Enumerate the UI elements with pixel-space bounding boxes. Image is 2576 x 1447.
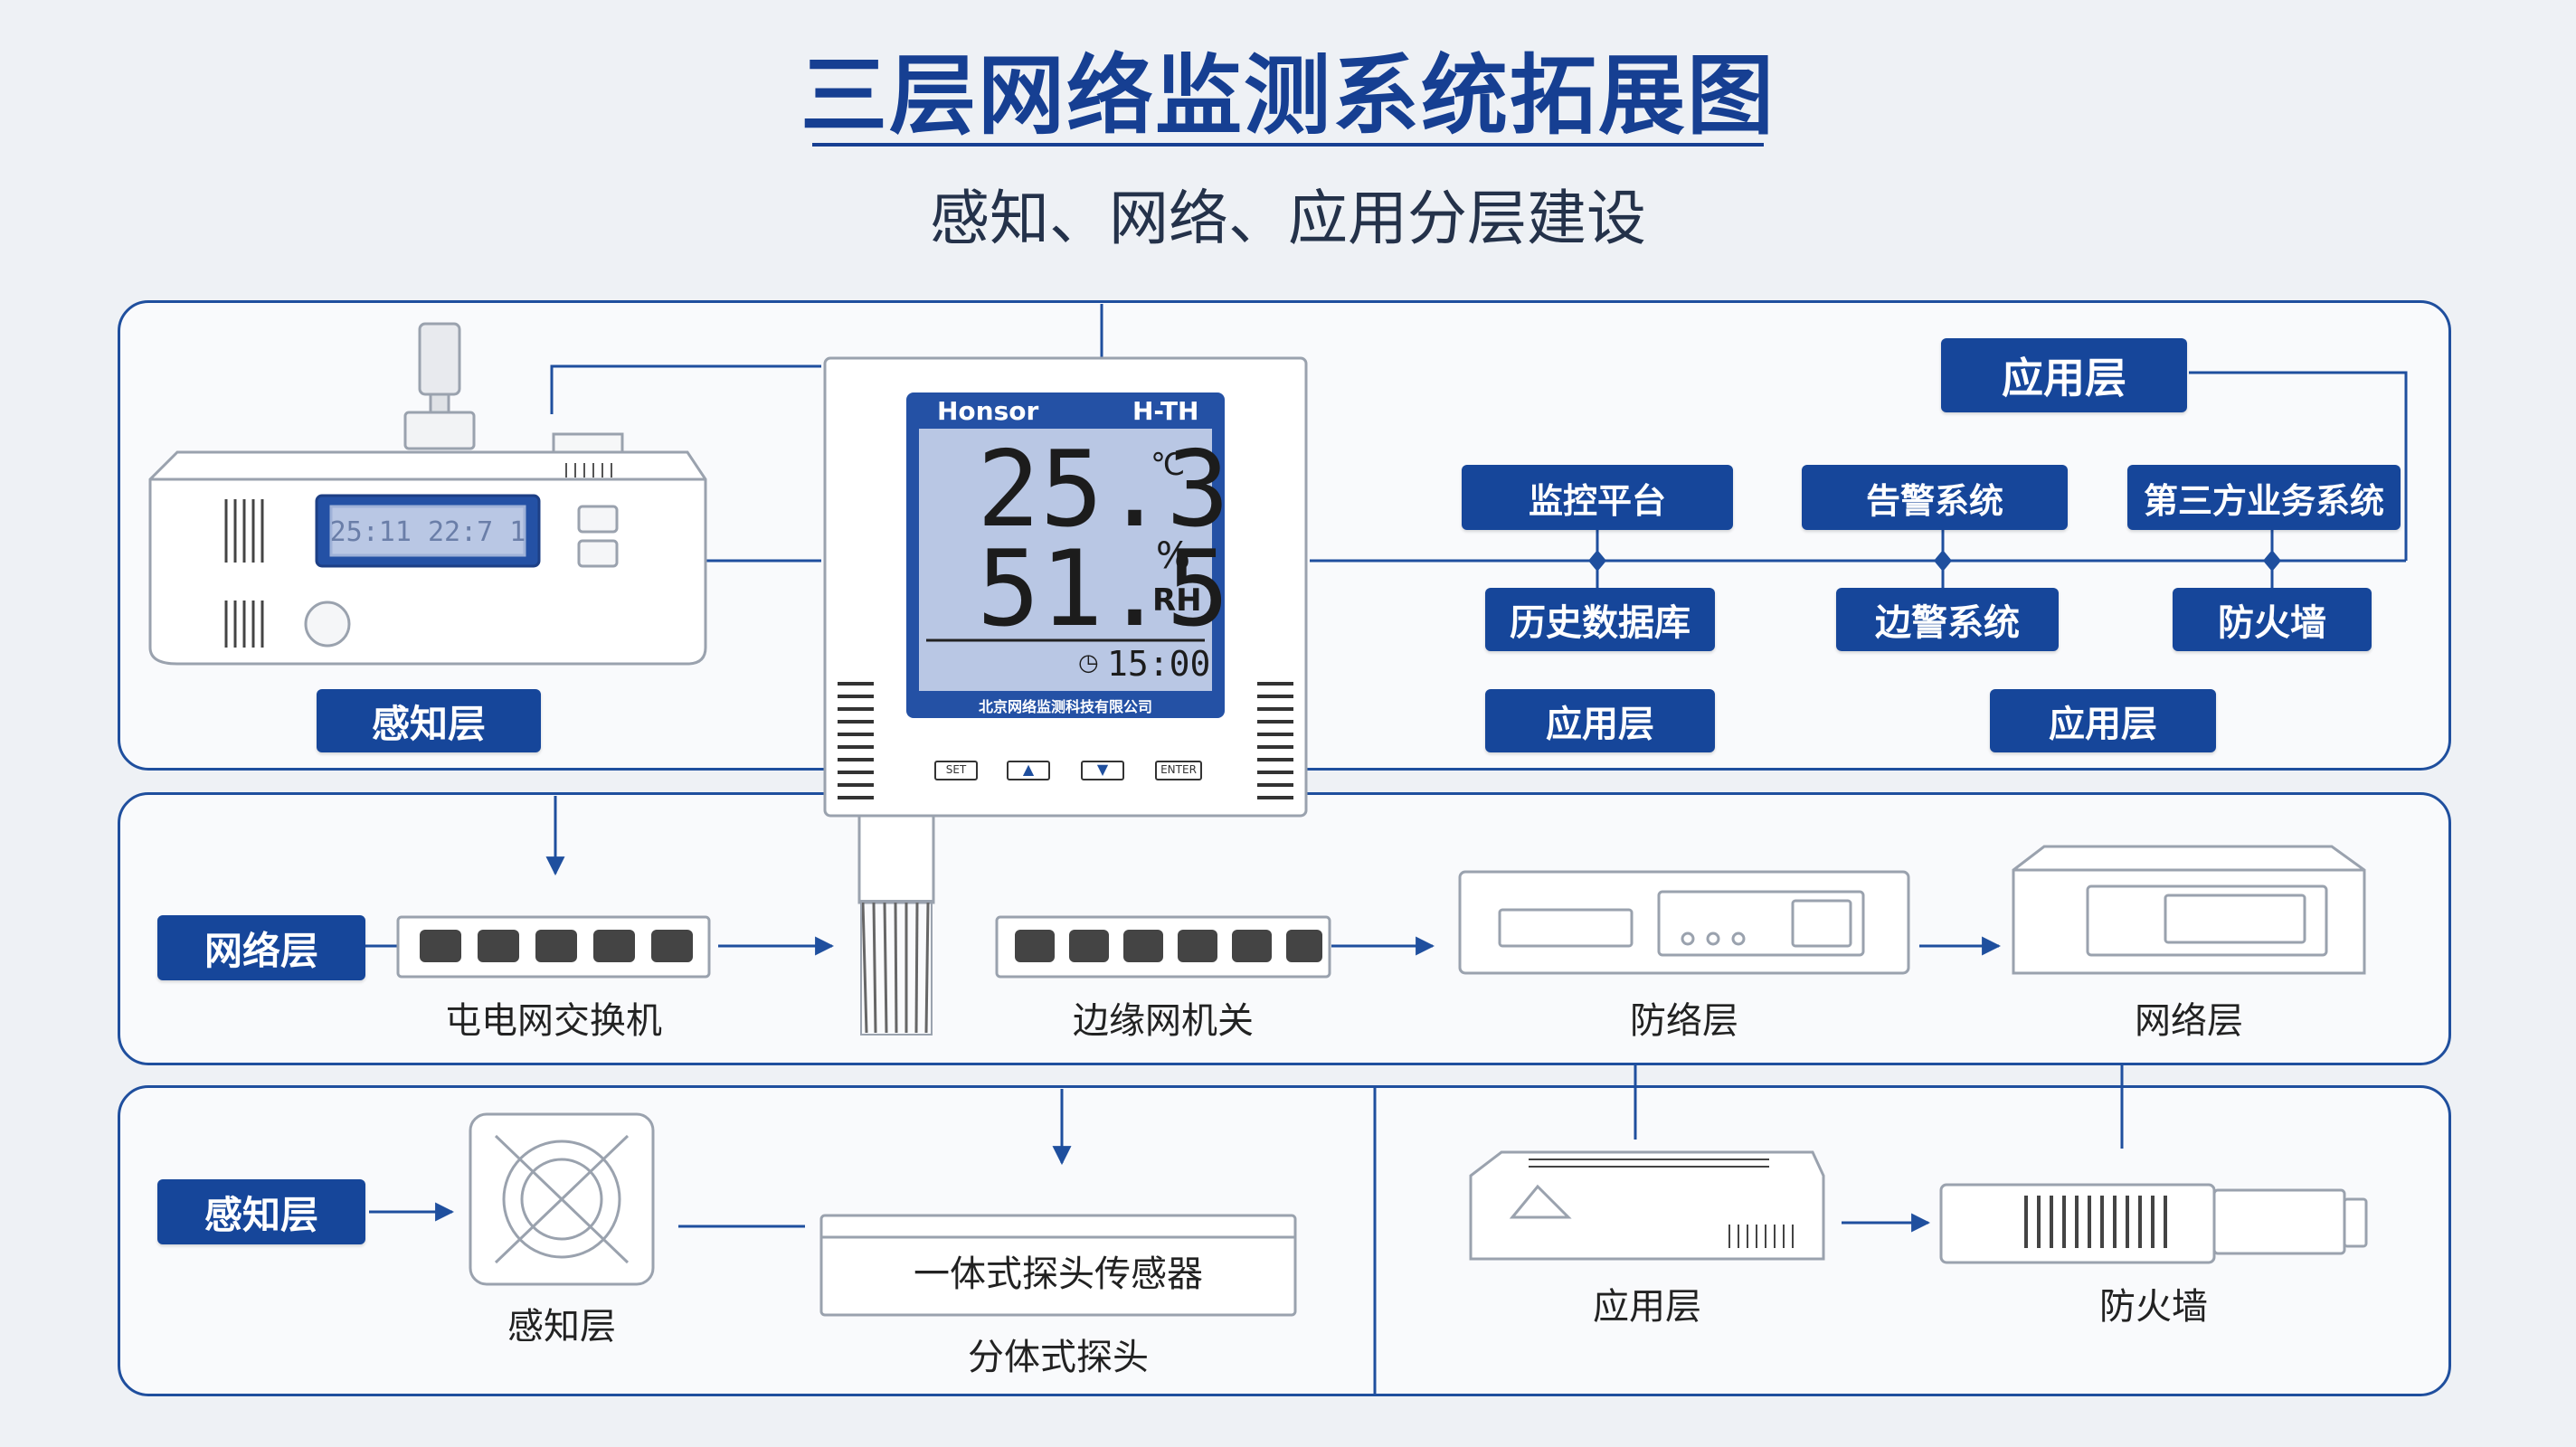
fan-device <box>469 1112 655 1286</box>
temperature-reading: 25.3 <box>977 429 1230 551</box>
enter-button[interactable]: ENTER <box>1160 763 1197 776</box>
down-button[interactable]: ▼ <box>1096 761 1109 778</box>
line-device-to-sensor <box>550 364 821 414</box>
third-party-system-box: 第三方业务系统 <box>2127 465 2401 530</box>
perception-device <box>148 322 707 666</box>
sensor-footer: 北京网络监测科技有限公司 <box>978 698 1152 715</box>
router-device-label: 应用层 <box>1593 1286 1701 1328</box>
page-subtitle: 感知、网络、应用分层建设 <box>930 184 1646 253</box>
monitoring-platform-box: 监控平台 <box>1462 465 1733 530</box>
probe-box-text: 一体式探头传感器 <box>914 1253 1203 1295</box>
fan-device-label: 感知层 <box>507 1306 616 1348</box>
network-layer-tag: 网络层 <box>157 915 365 980</box>
sensor-model: H-TH <box>1132 396 1199 426</box>
humidity-unit-rh: RH <box>1152 582 1202 619</box>
switch-b-label: 边缘网机关 <box>1073 1000 1254 1042</box>
rack-device <box>1458 870 1910 975</box>
svg-text:25:11 22:7 1: 25:11 22:7 1 <box>330 516 526 548</box>
set-button[interactable]: SET <box>945 763 967 776</box>
sensor-brand: Honsor <box>937 396 1039 426</box>
perception-layer-tag-top: 感知层 <box>317 689 541 752</box>
temperature-unit: ℃ <box>1151 447 1186 483</box>
split-probe-label: 分体式探头 <box>968 1337 1149 1378</box>
firewall-box: 防火墙 <box>2173 588 2372 651</box>
switch-a-label: 屯电网交换机 <box>445 1000 662 1042</box>
server-device <box>2012 845 2366 975</box>
humidity-unit: % <box>1156 535 1191 577</box>
firewall-device-label: 防火墙 <box>2099 1286 2208 1328</box>
up-button[interactable]: ▲ <box>1022 761 1035 778</box>
perception-layer-tag-bottom: 感知层 <box>157 1179 365 1244</box>
server-device-label: 网络层 <box>2135 1000 2243 1042</box>
edge-alert-system-box: 边警系统 <box>1836 588 2059 651</box>
time-reading: 15:00 <box>1107 644 1211 684</box>
rack-device-label: 防络层 <box>1630 1000 1738 1042</box>
application-layer-box-a: 应用层 <box>1485 689 1715 752</box>
page-title: 三层网络监测系统拓展图 <box>800 45 1776 147</box>
title-underline <box>812 143 1764 147</box>
probe-sensor-box <box>819 1214 1297 1317</box>
central-sensor-body <box>823 356 1308 818</box>
history-database-box: 历史数据库 <box>1485 588 1715 651</box>
clock-icon: ◷ <box>1078 649 1099 676</box>
humidity-reading: 51.5 <box>977 528 1230 650</box>
application-layer-header: 应用层 <box>1941 338 2187 412</box>
router-device <box>1469 1150 1825 1261</box>
alarm-system-box: 告警系统 <box>1802 465 2068 530</box>
application-layer-box-b: 应用层 <box>1990 689 2216 752</box>
